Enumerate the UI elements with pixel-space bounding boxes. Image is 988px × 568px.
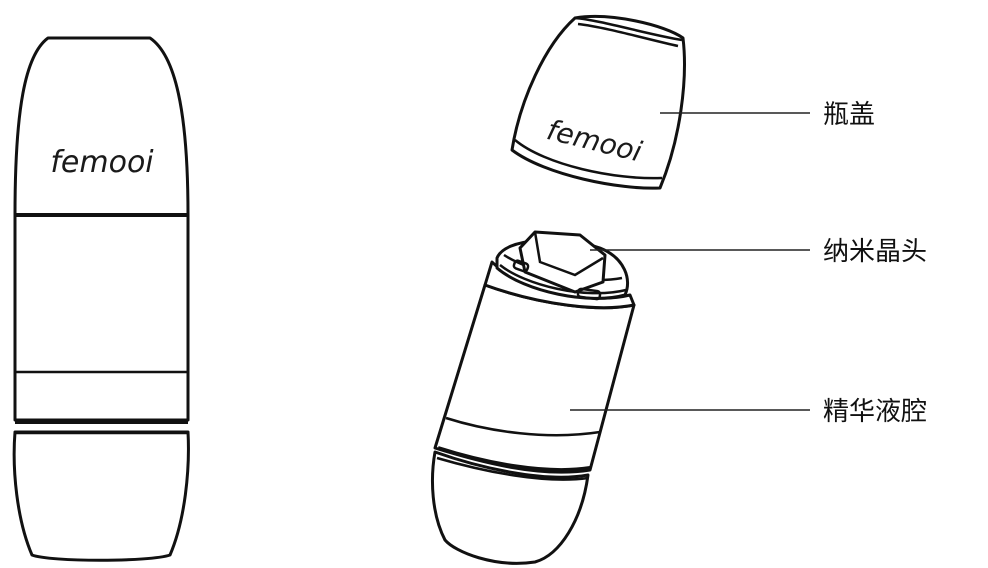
callout-cap-label: 瓶盖	[823, 100, 875, 130]
head-thread-1	[499, 264, 627, 295]
body-outline	[433, 283, 636, 474]
thread-tab-right	[576, 287, 602, 301]
callout-nano-crystal-head-label: 纳米晶头	[823, 237, 927, 267]
callout-nano-crystal-head: 纳米晶头	[590, 237, 927, 267]
callout-serum-chamber: 精华液腔	[570, 397, 927, 427]
exploded-body	[430, 230, 636, 565]
cap-top-rim-inner	[577, 22, 679, 48]
nano-crystal-tip	[518, 230, 607, 294]
body-ring-2	[437, 446, 591, 473]
assembled-bottom-outline	[12, 430, 190, 562]
assembled-brand-logo: femooi	[50, 145, 154, 180]
exploded-cap: femooi	[510, 14, 686, 190]
nano-crystal-tip-facet	[533, 231, 604, 277]
cap-bottom-rim	[514, 139, 663, 180]
body-ring-3	[436, 456, 589, 481]
assembled-body-outline	[13, 36, 190, 422]
body-ring-1	[445, 416, 601, 437]
cap-outline	[510, 14, 686, 190]
cap-top-rim	[574, 16, 683, 42]
callout-cap: 瓶盖	[660, 100, 875, 130]
assembled-device: femooi	[12, 36, 190, 562]
callout-serum-chamber-label: 精华液腔	[823, 397, 927, 427]
thread-tab-left	[512, 259, 530, 273]
